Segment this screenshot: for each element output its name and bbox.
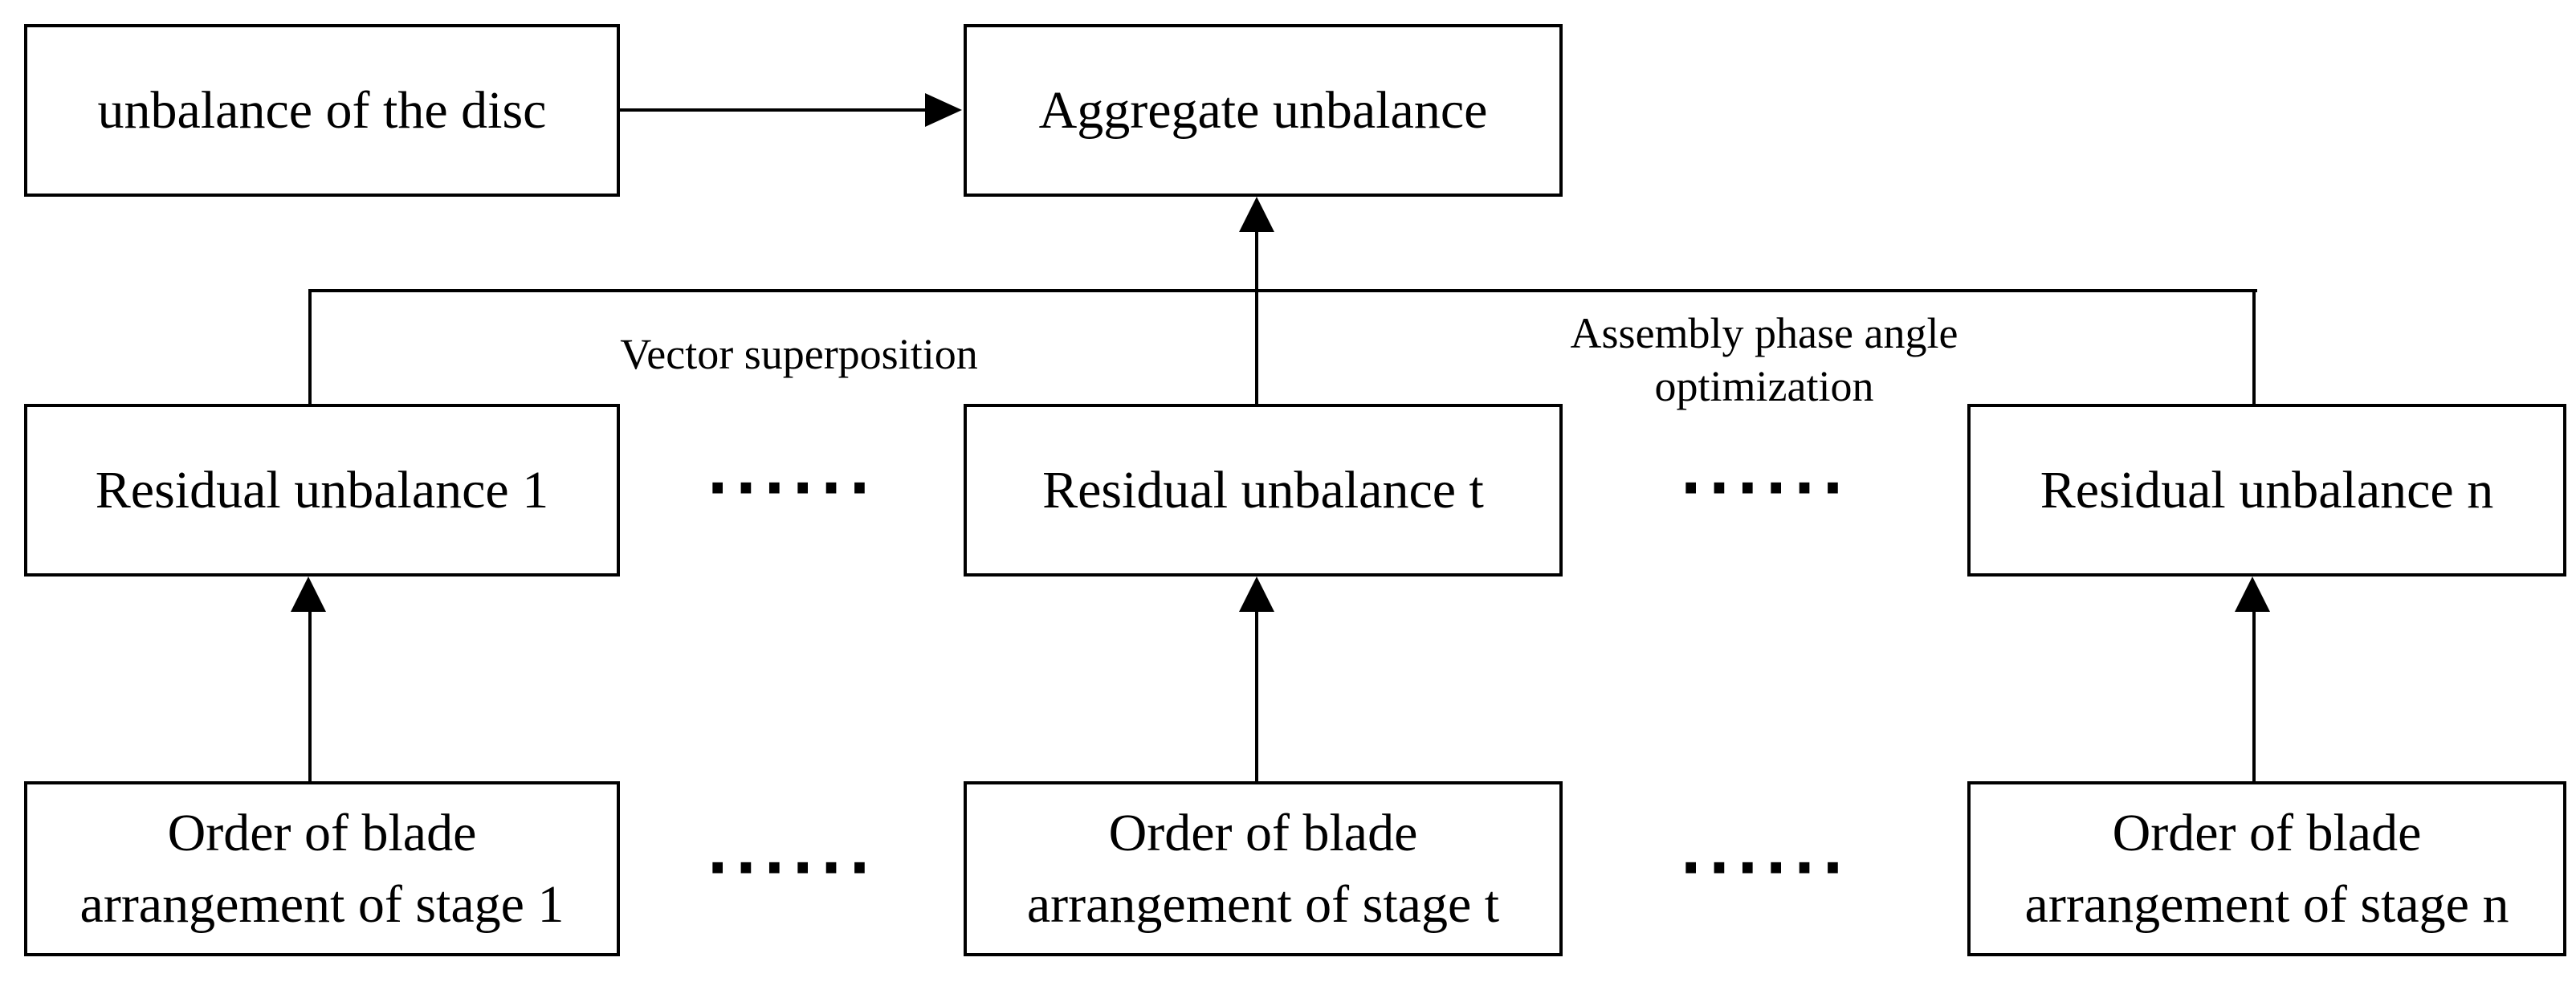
ellipsis-middle-right: ······ <box>1679 454 1851 522</box>
ellipsis-bottom-right: ······ <box>1679 834 1851 902</box>
edge-collector-left-elbow <box>308 291 312 404</box>
edge-disc-to-aggregate-line <box>620 108 927 112</box>
ellipsis-bottom-left: ······ <box>706 834 878 902</box>
node-aggregate-unbalance: Aggregate unbalance <box>964 24 1563 197</box>
node-residual-unbalance-1: Residual unbalance 1 <box>24 404 620 577</box>
node-residual-unbalance-1-label: Residual unbalance 1 <box>95 460 549 519</box>
node-disc-unbalance-label: unbalance of the disc <box>97 80 547 140</box>
ellipsis-middle-left: ······ <box>706 454 878 522</box>
label-assembly-line1: Assembly phase angle <box>1570 309 1958 357</box>
node-order-stage-n-line1: Order of blade <box>2112 803 2422 862</box>
edge-residual-to-aggregate-arrowhead-icon <box>1239 197 1274 232</box>
edge-ordern-to-residualn-arrowhead-icon <box>2235 577 2270 612</box>
edge-ordern-to-residualn-line <box>2252 610 2256 781</box>
edge-collector-right-elbow <box>2252 291 2256 404</box>
edge-residual-to-aggregate-line <box>1255 230 1258 404</box>
node-aggregate-unbalance-label: Aggregate unbalance <box>1038 80 1488 140</box>
edge-collector-line <box>308 289 2257 292</box>
node-order-stage-t: Order of blade arrangement of stage t <box>964 781 1563 956</box>
edge-disc-to-aggregate-arrowhead-icon <box>925 93 962 127</box>
label-vector-superposition: Vector superposition <box>620 330 978 378</box>
edge-order1-to-residual1-line <box>308 610 312 781</box>
node-residual-unbalance-t-label: Residual unbalance t <box>1042 460 1484 519</box>
node-order-stage-n-line2: arrangement of stage n <box>2024 875 2509 934</box>
label-assembly-phase-angle-optimization: Assembly phase angle optimization <box>1499 307 2029 413</box>
edge-ordert-to-residualt-line <box>1255 610 1258 781</box>
node-order-stage-t-line2: arrangement of stage t <box>1026 875 1500 934</box>
node-order-stage-1-line2: arrangement of stage 1 <box>79 875 565 934</box>
node-order-stage-n: Order of blade arrangement of stage n <box>1967 781 2566 956</box>
node-order-stage-t-line1: Order of blade <box>1108 803 1418 862</box>
label-assembly-line2: optimization <box>1654 362 1874 410</box>
node-order-stage-1: Order of blade arrangement of stage 1 <box>24 781 620 956</box>
node-residual-unbalance-n-label: Residual unbalance n <box>2040 460 2494 519</box>
node-disc-unbalance: unbalance of the disc <box>24 24 620 197</box>
edge-order1-to-residual1-arrowhead-icon <box>291 577 326 612</box>
node-residual-unbalance-n: Residual unbalance n <box>1967 404 2566 577</box>
edge-ordert-to-residualt-arrowhead-icon <box>1239 577 1274 612</box>
node-residual-unbalance-t: Residual unbalance t <box>964 404 1563 577</box>
node-order-stage-1-line1: Order of blade <box>167 803 477 862</box>
